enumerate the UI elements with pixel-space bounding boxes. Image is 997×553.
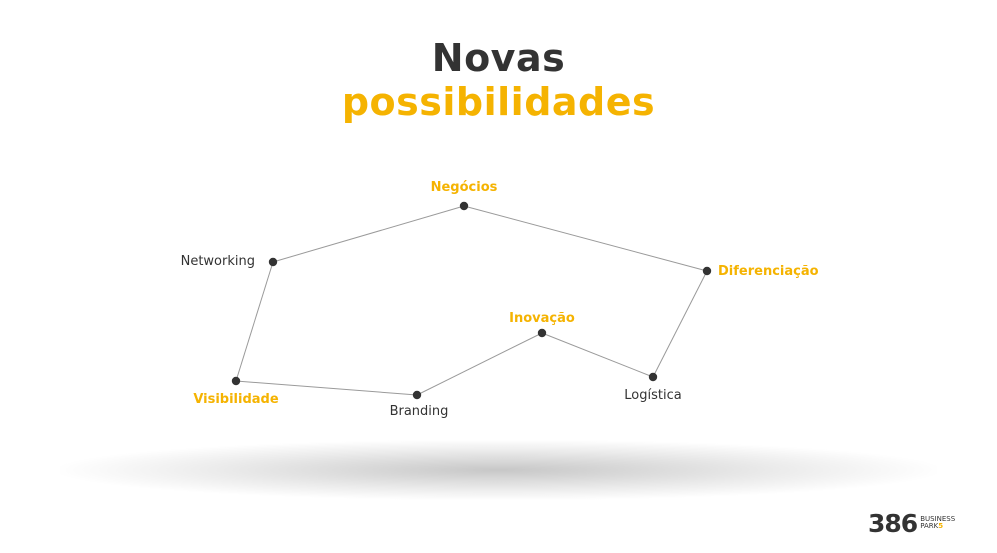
title-line-2: possibilidades (341, 80, 656, 124)
brand-logo: 386 BUSINESS PARK5 (868, 508, 955, 538)
edge-diferenciacao-logistica (652, 270, 708, 378)
edge-networking-negocios (272, 205, 465, 263)
title-line-1: Novas (431, 36, 566, 80)
diagram-edges (235, 205, 708, 396)
logo-number: 386 (868, 508, 918, 538)
label-networking: Networking (181, 254, 255, 269)
label-logistica: Logística (624, 388, 681, 403)
diagram-labels: NegóciosNetworkingDiferenciaçãoInovaçãoL… (181, 180, 819, 419)
edge-negocios-diferenciacao (463, 205, 708, 272)
edge-branding-visibilidade (235, 380, 418, 396)
label-negocios: Negócios (431, 180, 498, 195)
edge-logistica-inovacao (541, 332, 654, 378)
logo-text: BUSINESS PARK5 (920, 516, 955, 530)
page-title: Novas possibilidades (0, 36, 997, 124)
node-diferenciacao (702, 266, 712, 276)
label-inovacao: Inovação (509, 311, 575, 326)
logo-mark: 5 (938, 522, 944, 530)
node-logistica (648, 372, 658, 382)
edge-visibilidade-networking (235, 261, 274, 382)
floor-shadow (60, 440, 937, 500)
label-visibilidade: Visibilidade (193, 392, 279, 407)
logo-line-2: PARK5 (920, 523, 955, 530)
node-negocios (459, 201, 469, 211)
node-networking (268, 257, 278, 267)
node-inovacao (537, 328, 547, 338)
label-branding: Branding (390, 404, 449, 419)
label-diferenciacao: Diferenciação (718, 264, 819, 279)
diagram-nodes (231, 201, 712, 400)
logo-line-2-text: PARK (920, 522, 939, 530)
node-visibilidade (231, 376, 241, 386)
node-branding (412, 390, 422, 400)
logo-line-1: BUSINESS (920, 515, 956, 523)
edge-inovacao-branding (416, 332, 543, 396)
